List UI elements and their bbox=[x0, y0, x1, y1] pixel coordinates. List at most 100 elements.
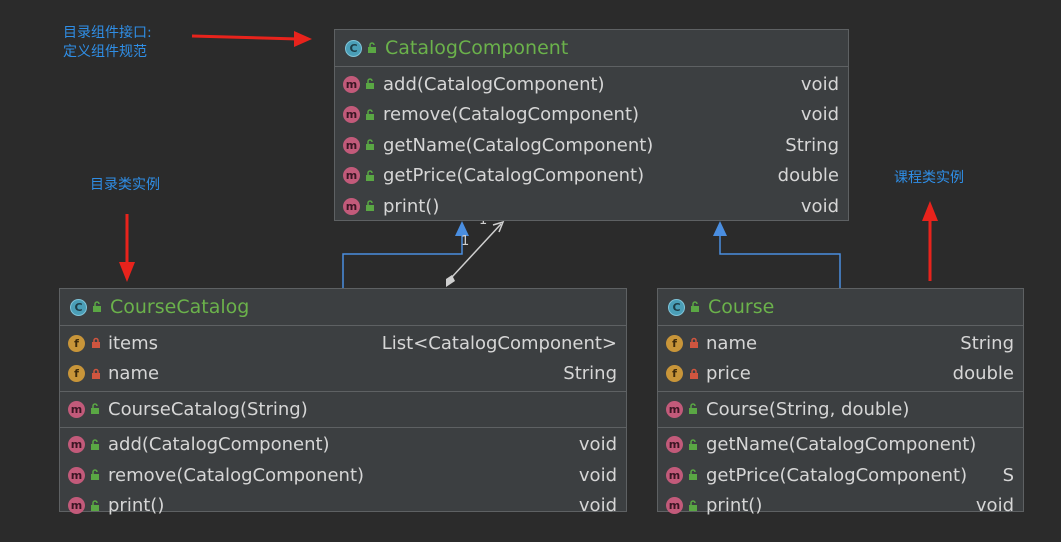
method-icon: m bbox=[343, 197, 360, 215]
method-row[interactable]: m CourseCatalog(String) bbox=[60, 394, 626, 425]
field-icon: f bbox=[666, 365, 683, 383]
catalog-instance-annotation: 目录类实例 bbox=[90, 177, 160, 193]
field-row[interactable]: f items List<CatalogComponent> bbox=[60, 328, 626, 359]
member-signature: name bbox=[108, 363, 160, 385]
method-icon: m bbox=[343, 75, 360, 93]
annotation-arrow-down bbox=[119, 214, 135, 282]
constructors-section: m Course(String, double) bbox=[658, 392, 1023, 428]
annotation-arrow-up bbox=[922, 201, 938, 281]
field-icon: f bbox=[666, 334, 683, 352]
aggregation-line bbox=[446, 220, 505, 287]
public-lock-icon bbox=[689, 469, 697, 481]
course-instance-annotation: 课程类实例 bbox=[894, 170, 964, 186]
member-type: List<CatalogComponent> bbox=[381, 332, 617, 354]
public-lock-icon bbox=[366, 170, 374, 181]
member-type: void bbox=[975, 495, 1014, 517]
member-signature: getPrice(CatalogComponent) bbox=[383, 165, 645, 187]
public-lock-icon bbox=[91, 500, 99, 511]
course-catalog-class[interactable]: C CourseCatalog f items List<CatalogCompon… bbox=[59, 288, 627, 516]
annotation-arrow-right bbox=[191, 31, 312, 47]
member-type: String bbox=[960, 332, 1014, 354]
method-icon: m bbox=[68, 400, 85, 418]
class-name: CatalogComponent bbox=[385, 37, 569, 59]
public-lock-icon bbox=[689, 439, 697, 450]
method-icon: m bbox=[666, 497, 683, 515]
member-type: double bbox=[777, 165, 839, 187]
interface-annotation-line2: 定义组件规范 bbox=[63, 44, 147, 60]
field-icon: f bbox=[68, 334, 85, 352]
member-type: String bbox=[785, 134, 839, 156]
member-type: void bbox=[578, 464, 617, 486]
fields-section: f name String f price double bbox=[658, 326, 1023, 392]
method-icon: m bbox=[666, 466, 683, 484]
private-lock-icon bbox=[92, 368, 100, 379]
method-icon: m bbox=[666, 400, 683, 418]
member-type: void bbox=[800, 195, 839, 217]
public-lock-icon bbox=[93, 301, 101, 312]
member-signature: CourseCatalog(String) bbox=[108, 398, 308, 420]
class-name: Course bbox=[708, 296, 775, 318]
member-type: String bbox=[563, 363, 617, 385]
public-lock-icon bbox=[368, 42, 376, 53]
public-lock-icon bbox=[366, 139, 374, 151]
interface-annotation: 目录组件接口: 定义组件规范 bbox=[63, 24, 152, 62]
method-icon: m bbox=[343, 106, 360, 124]
field-row[interactable]: f price double bbox=[658, 359, 1023, 390]
constructors-section: m CourseCatalog(String) bbox=[60, 392, 626, 428]
field-row[interactable]: f name String bbox=[658, 328, 1023, 359]
method-row[interactable]: m print() void bbox=[335, 191, 848, 222]
member-type: void bbox=[800, 73, 839, 95]
member-type: double bbox=[952, 363, 1014, 385]
class-header: C CatalogComponent bbox=[335, 30, 848, 67]
class-icon: C bbox=[70, 298, 87, 316]
interface-annotation-line1: 目录组件接口: bbox=[63, 25, 152, 41]
member-signature: getName(CatalogComponent) bbox=[706, 434, 977, 456]
private-lock-icon bbox=[690, 338, 698, 349]
public-lock-icon bbox=[91, 439, 99, 450]
method-row[interactable]: m add(CatalogComponent) void bbox=[335, 69, 848, 100]
member-signature: getPrice(CatalogComponent) bbox=[706, 464, 968, 486]
public-lock-icon bbox=[91, 469, 99, 481]
inheritance-catalog bbox=[342, 221, 469, 288]
fields-section: f items List<CatalogComponent> f name String bbox=[60, 326, 626, 392]
method-icon: m bbox=[68, 497, 85, 515]
private-lock-icon bbox=[92, 338, 100, 349]
public-lock-icon bbox=[366, 109, 374, 120]
public-lock-icon bbox=[689, 500, 697, 511]
class-icon: C bbox=[345, 39, 362, 57]
inheritance-course bbox=[713, 221, 841, 288]
course-class[interactable]: C Course f name String f price double m Course… bbox=[657, 288, 1024, 516]
method-row[interactable]: m print() void bbox=[658, 491, 1023, 522]
class-icon: C bbox=[668, 298, 685, 316]
catalog-component-class[interactable]: C CatalogComponent m add(CatalogComponent… bbox=[334, 29, 849, 221]
member-signature: print() bbox=[706, 495, 763, 517]
class-name: CourseCatalog bbox=[110, 296, 250, 318]
public-lock-icon bbox=[691, 301, 699, 312]
member-signature: name bbox=[706, 332, 758, 354]
member-signature: print() bbox=[383, 195, 440, 217]
member-signature: remove(CatalogComponent) bbox=[108, 464, 365, 486]
member-signature: add(CatalogComponent) bbox=[383, 73, 605, 95]
private-lock-icon bbox=[690, 368, 698, 379]
class-header: C Course bbox=[658, 289, 1023, 326]
member-signature: price bbox=[706, 363, 751, 385]
field-icon: f bbox=[68, 365, 85, 383]
field-row[interactable]: f name String bbox=[60, 359, 626, 390]
member-type: void bbox=[800, 104, 839, 126]
member-signature: items bbox=[108, 332, 159, 354]
method-row[interactable]: m Course(String, double) bbox=[658, 394, 1023, 425]
member-type: void bbox=[578, 495, 617, 517]
multiplicity-bottom: 1 bbox=[461, 234, 469, 249]
member-signature: Course(String, double) bbox=[706, 398, 910, 420]
